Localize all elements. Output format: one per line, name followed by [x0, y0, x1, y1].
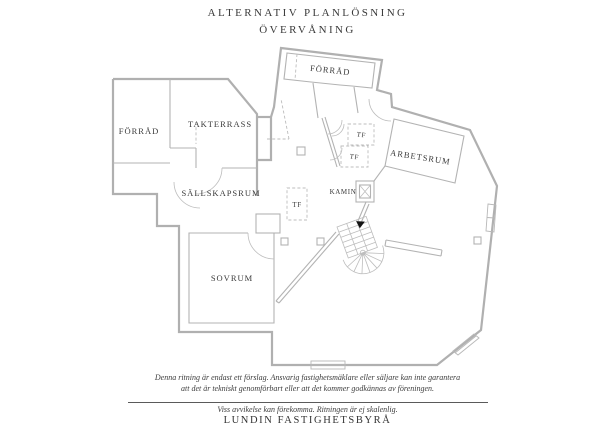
pillar [316, 237, 325, 246]
footer-company: LUNDIN FASTIGHETSBYRÅ [223, 415, 392, 426]
label-tf-lower: TF [349, 152, 359, 161]
plan-title: ALTERNATIV PLANLÖSNING ÖVERVÅNING [0, 5, 615, 39]
outer-walls [111, 46, 499, 367]
label-tf-upper: TF [356, 130, 366, 139]
stairs-direction-arrow [356, 221, 365, 229]
label-takterrass: TAKTERRASS [188, 119, 252, 129]
stairs [336, 215, 385, 275]
plan-title-line2: ÖVERVÅNING [259, 24, 356, 36]
window-symbols [310, 203, 497, 370]
disclaimer-line1: Denna ritning är endast ett förslag. Ans… [154, 373, 461, 382]
label-sallskapsrum: SÄLLSKAPSRUM [181, 188, 260, 198]
label-forrad-top: FÖRRÅD [310, 63, 351, 77]
pillar [280, 237, 289, 246]
pillar [296, 146, 306, 156]
room-labels: FÖRRÅD TAKTERRASS FÖRRÅD ARBETSRUM SÄLLS… [119, 63, 452, 283]
label-arbetsrum: ARBETSRUM [390, 147, 452, 166]
interior-walls [113, 52, 482, 324]
label-tf-middle: TF [292, 201, 301, 209]
disclaimer-line2: att det är tekniskt genomförbart eller a… [181, 384, 434, 393]
footer-note: Viss avvikelse kan förekomma. Ritningen … [217, 405, 398, 414]
label-forrad-left: FÖRRÅD [119, 126, 159, 136]
disclaimer: Denna ritning är endast ett förslag. Ans… [0, 372, 615, 394]
footer-divider [128, 402, 488, 403]
pillar [473, 236, 482, 245]
label-sovrum: SOVRUM [211, 273, 253, 283]
plan-title-line1: ALTERNATIV PLANLÖSNING [207, 7, 408, 19]
dashed-lines [195, 53, 375, 221]
door-arcs [173, 98, 392, 260]
label-kamin: KAMIN [330, 188, 357, 196]
